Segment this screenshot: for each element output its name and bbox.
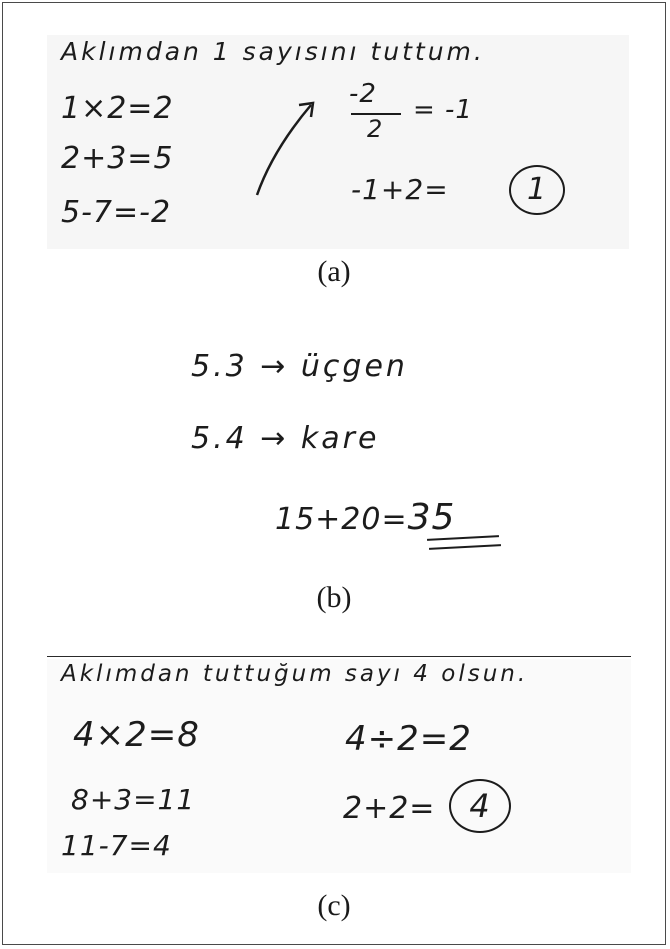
- panel-a-line-2: 2+3=5: [61, 141, 174, 176]
- panel-c-divider: [47, 656, 631, 657]
- panel-c-final-answer: 4: [449, 779, 511, 833]
- panel-a-fraction-denominator: 2: [367, 115, 384, 143]
- panel-c-scan: [47, 659, 631, 873]
- panel-a-fraction-result: = -1: [413, 95, 473, 125]
- panel-b-line-2: 5.4 → kare: [191, 421, 380, 456]
- panel-c-left-line-3: 11-7=4: [61, 829, 172, 862]
- panel-a-final-expression: -1+2=: [351, 173, 449, 206]
- panel-a-fraction-bar: [351, 113, 401, 115]
- panel-a-final-answer: 1: [509, 165, 565, 215]
- panel-c-heading: Aklımdan tuttuğum sayı 4 olsun.: [61, 661, 529, 687]
- panel-c-final-expression: 2+2=: [343, 791, 436, 826]
- panel-b-caption: (b): [316, 581, 352, 614]
- panel-c-left-line-2: 8+3=11: [71, 783, 196, 816]
- panel-a-answer-circle: 1: [509, 165, 565, 215]
- panel-b-sum-answer: 35: [407, 497, 456, 538]
- panel-b-sum: 15+20=35: [275, 497, 455, 538]
- panel-b-sum-expression: 15+20=: [275, 502, 408, 537]
- panel-c-left-line-1: 4×2=8: [73, 715, 200, 755]
- panel-b-underline-2: [428, 544, 502, 550]
- panel-b-line-1: 5.3 → üçgen: [191, 349, 408, 384]
- panel-c-right-line-1: 4÷2=2: [345, 719, 472, 759]
- panel-c-answer-circle: 4: [449, 779, 511, 833]
- panel-a-caption: (a): [317, 255, 351, 288]
- panel-c-caption: (c): [317, 889, 351, 922]
- panel-a-fraction-numerator: -2: [349, 79, 377, 109]
- panel-a-line-3: 5-7=-2: [61, 195, 172, 230]
- panel-a-line-1: 1×2=2: [61, 91, 174, 126]
- panel-a-heading: Aklımdan 1 sayısını tuttum.: [61, 37, 485, 66]
- panel-a-arrow: [255, 101, 315, 196]
